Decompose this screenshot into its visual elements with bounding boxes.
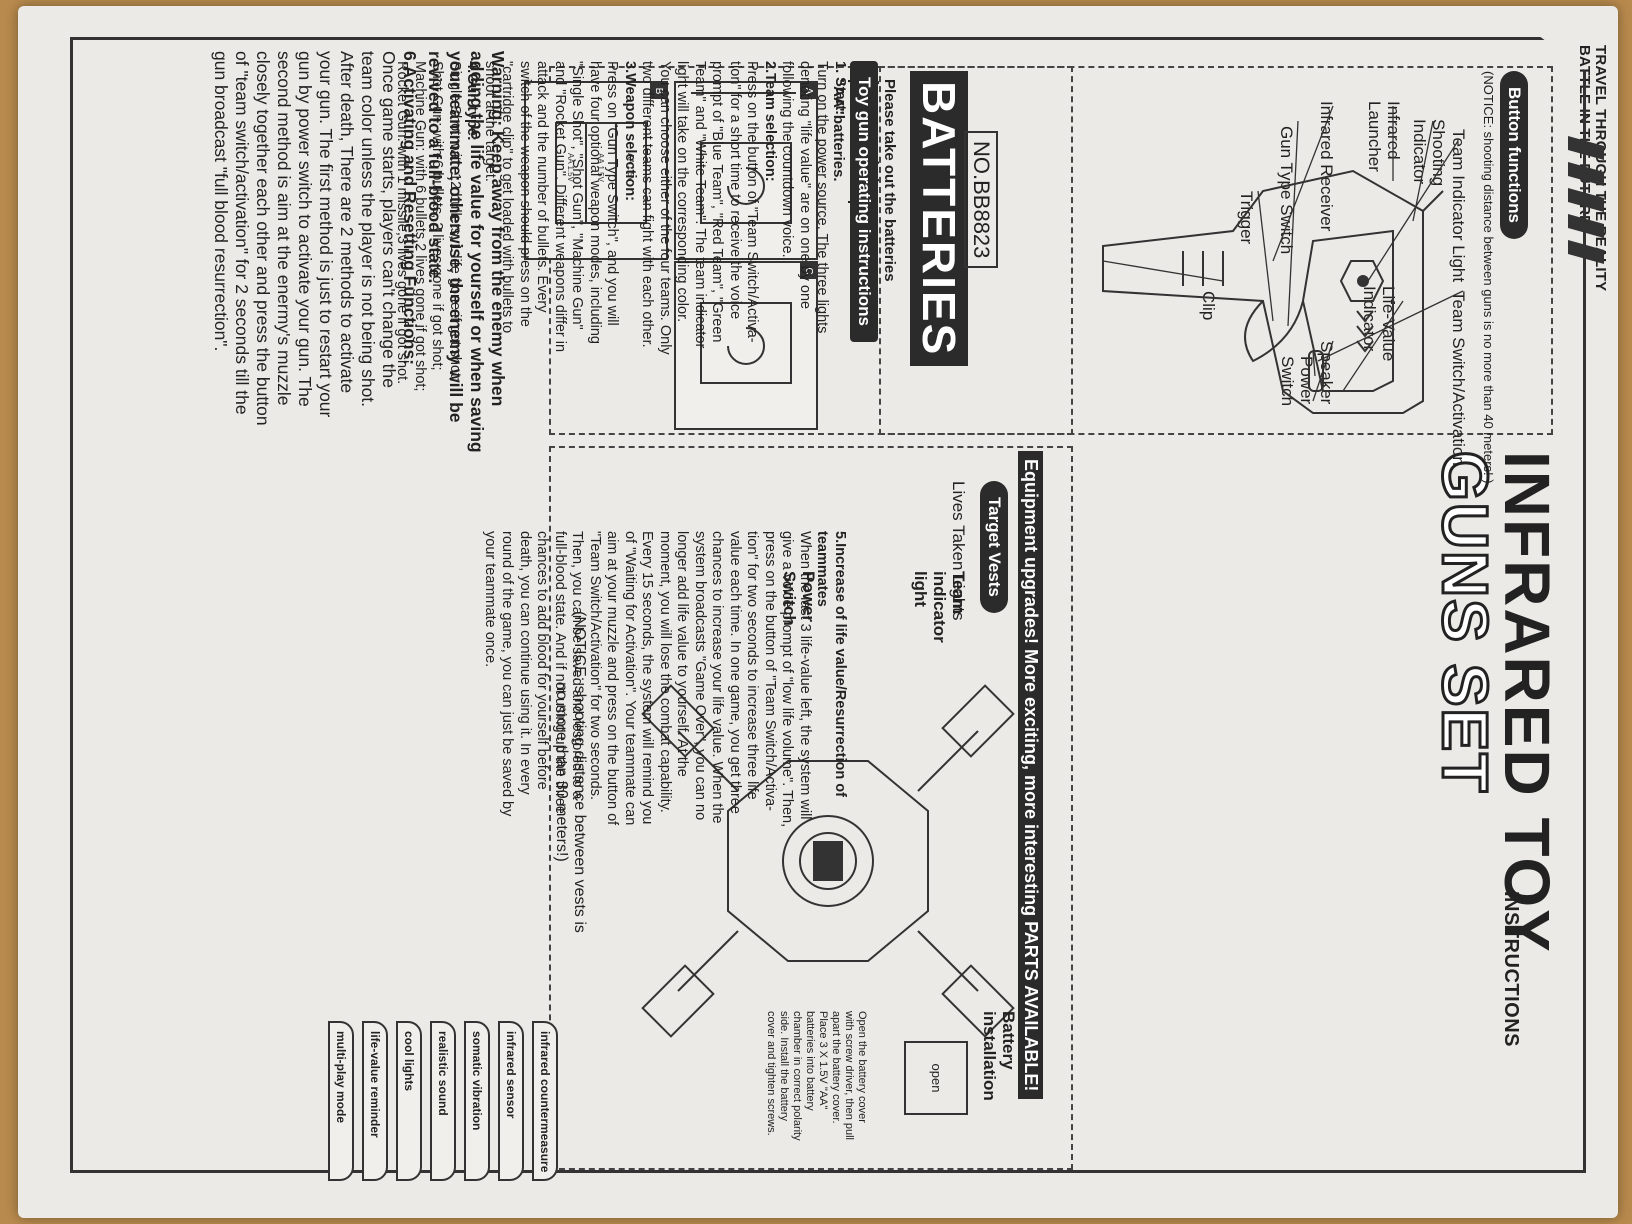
main-title: INFRARED TOY GUNS SET [1428, 450, 1564, 954]
para-2: 2.Team selection: Press on the button of… [639, 61, 779, 355]
cell-label-1: AA 1.5V [626, 153, 635, 183]
warning-and-section6: Warning: Keep away from the enemy when a… [210, 51, 508, 1151]
feature-tab-multi-play-mode: multi-play mode [328, 1021, 354, 1181]
feature-tabs: infrared countermeasure infrared sensor … [328, 1021, 558, 1181]
target-vests-pill: Target Vests [980, 481, 1008, 613]
title-line1: INFRARED TOY [1491, 451, 1563, 954]
operating-text-col2: 5.Increase of life value/Resurrection of… [481, 531, 848, 1001]
open-cover: open [904, 1041, 968, 1115]
panel-a-drawing [691, 92, 796, 224]
instructions-label: INSTRUCTIONS [1500, 891, 1522, 1047]
install-text: Open the battery cover with screw driver… [765, 1011, 868, 1141]
para-1: 1. Start: Turn on the power source. The … [779, 61, 849, 334]
operating-pill: Toy gun operating instructions [850, 61, 878, 343]
panel-b-drawing: AA 1.5V AA 1.5V AA 1.5V [555, 122, 647, 224]
batteries-title: BATTERIES [910, 71, 968, 367]
header-stripes-graphic [1568, 136, 1604, 264]
cell-label-3: AA 1.5V [566, 153, 575, 183]
instruction-sheet: TRAVEL THROUGH THE REALITY BATTLE IN THE… [18, 6, 1618, 1218]
label-team-switch: Team Switch/Activation [1449, 291, 1468, 466]
feature-tab-infrared-countermeasure: infrared countermeasure [532, 1021, 558, 1181]
button-functions-pill: Button functions [1500, 71, 1528, 239]
gun-illustration [1102, 105, 1464, 414]
section6-text: Once game starts, players can't change t… [211, 51, 399, 426]
model-number: NO.BB8823 [964, 131, 998, 269]
para-5: 5.Increase of life value/Resurrection of… [482, 531, 848, 828]
panel-c-drawing [700, 302, 792, 384]
vest-illustration [641, 684, 1015, 1038]
battery-panel-c: C [674, 261, 818, 430]
label-vest-team-indicator: Team indicator light [911, 571, 968, 643]
battery-installation: Battery installation open Open the batte… [765, 1011, 1018, 1151]
feature-tab-life-value-reminder: life-value reminder [362, 1021, 388, 1181]
feature-tab-cool-lights: cool lights [396, 1021, 422, 1181]
battery-panel-a: A [674, 81, 818, 260]
warning-text: Warning: Keep away from the enemy when a… [425, 51, 508, 453]
feature-tab-realistic-sound: realistic sound [430, 1021, 456, 1181]
battery-panel-b: B AA 1.5V AA 1.5V AA 1.5V [524, 81, 668, 260]
battery-installation-title: Battery installation [980, 1011, 1018, 1101]
section6-head: 6.Activating and Resetting Functions: [400, 51, 420, 366]
feature-tab-infrared-sensor: infrared sensor [498, 1021, 524, 1181]
feature-tab-somatic-vibration: somatic vibration [464, 1021, 490, 1181]
label-team-indicator-light: Team Indicator Light [1449, 129, 1468, 283]
button-functions-notice: (NOTICE: shooting distance between guns … [1481, 71, 1496, 484]
sheet-content: TRAVEL THROUGH THE REALITY BATTLE IN THE… [48, 11, 1618, 1191]
cell-label-2: AA 1.5V [596, 153, 605, 183]
